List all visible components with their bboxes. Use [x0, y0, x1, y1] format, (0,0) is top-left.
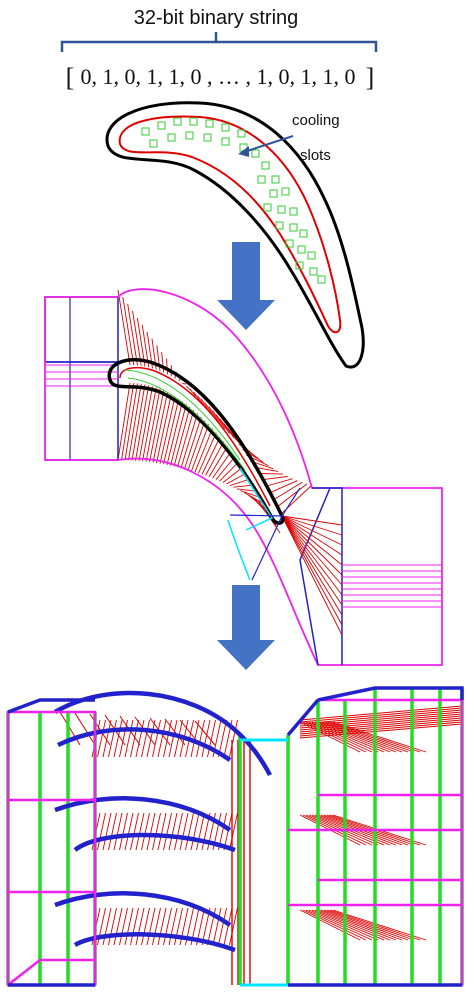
cooling-slot: [173, 117, 182, 126]
cooling-slot: [237, 129, 246, 138]
mesh-3d-blade-layers: [53, 690, 272, 953]
cooling-slot: [277, 205, 286, 214]
cooling-boundary: [118, 115, 342, 334]
mesh-domain-boundary: [44, 288, 443, 666]
bits-values: 0, 1, 0, 1, 1, 0 , … , 1, 0, 1, 1, 0: [81, 64, 356, 89]
annotation-pointer: [243, 135, 294, 153]
annotation-pointer-head: [238, 146, 249, 157]
cooling-slot: [309, 267, 318, 276]
cooling-slot: [289, 223, 298, 232]
cooling-slot: [203, 133, 212, 142]
down-arrow-icon: [217, 585, 275, 670]
figure-title: 32-bit binary string: [134, 7, 299, 29]
cooling-slot: [221, 137, 230, 146]
mesh-3d-top-edges: [7, 686, 464, 987]
cooling-slot: [285, 239, 294, 248]
cooling-slot: [157, 121, 166, 130]
mesh-inlet-block: [44, 296, 119, 363]
cooling-slot: [317, 275, 326, 284]
cooling-slot: [295, 261, 304, 270]
cooling-slot: [275, 221, 284, 230]
cooling-slot: [167, 133, 176, 142]
mesh-blade-outline: [107, 357, 285, 525]
cooling-slot: [281, 187, 290, 196]
annotation-slots: slots: [300, 147, 331, 164]
down-arrow-icon: [217, 242, 275, 330]
cooling-slot: [189, 117, 198, 126]
mesh-outlet-block: [299, 487, 343, 666]
airfoil-section: cooling slots: [105, 101, 365, 369]
annotation-cooling: cooling: [292, 112, 340, 129]
cooling-slot: [297, 245, 306, 254]
cooling-slot: [221, 123, 230, 132]
cooling-slot: [251, 149, 260, 158]
cooling-slots: [141, 117, 326, 284]
binary-string: [ 0, 1, 0, 1, 1, 0 , … , 1, 0, 1, 1, 0 ]: [66, 63, 375, 92]
cooling-slot: [205, 119, 214, 128]
airfoil-outline: [105, 101, 365, 369]
cooling-slot: [299, 229, 308, 238]
cooling-slot: [185, 131, 194, 140]
cooling-slot: [257, 175, 266, 184]
mesh-3d-cyan-edges: [240, 738, 288, 987]
mesh-3d: [6, 686, 464, 987]
cooling-slot: [269, 189, 278, 198]
mesh-2d: [44, 288, 443, 666]
bits-open-bracket: [: [66, 63, 75, 92]
cooling-slot: [263, 203, 272, 212]
mesh-outlet-lines: [281, 515, 442, 636]
cooling-slot: [307, 251, 316, 260]
cooling-slot: [261, 161, 270, 170]
cooling-slot: [149, 139, 158, 148]
mesh-2d-radial-lines: [117, 289, 313, 534]
cooling-slot: [289, 207, 298, 216]
grouping-bracket: [60, 32, 378, 52]
mesh-3d-lines: [59, 705, 463, 985]
cooling-slot: [141, 127, 150, 136]
bits-close-bracket: ]: [366, 63, 375, 92]
cooling-slot: [271, 175, 280, 184]
mesh-inlet-block-lower: [45, 361, 119, 461]
